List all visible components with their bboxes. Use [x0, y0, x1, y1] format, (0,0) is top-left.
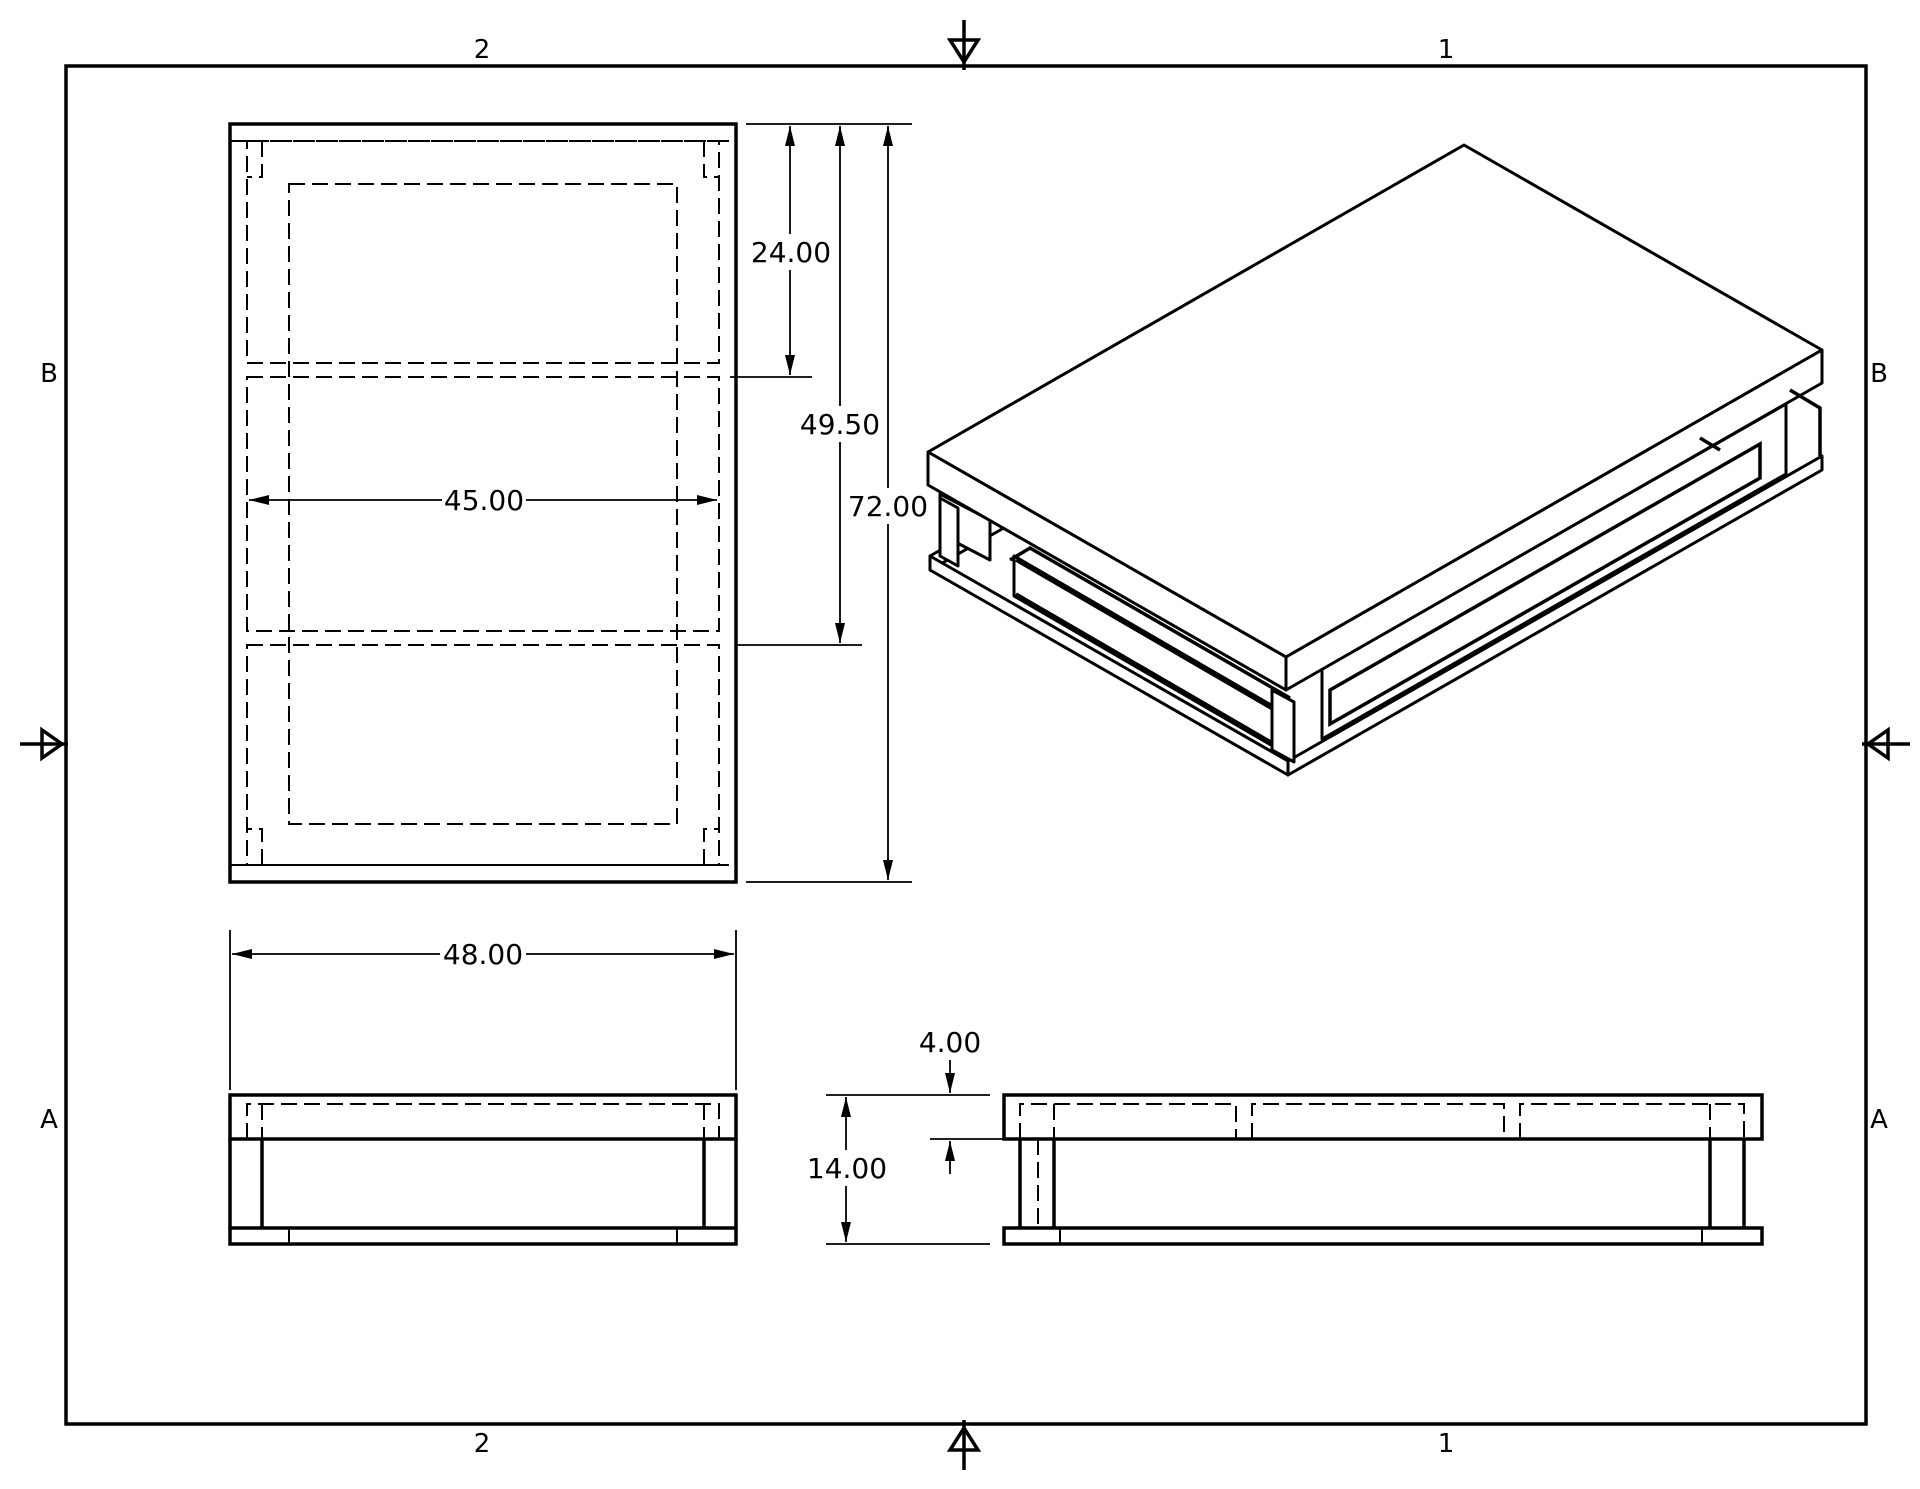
front-view: [228, 1093, 738, 1246]
zone-label-bottom-right: 1: [1438, 1429, 1455, 1459]
zone-label-left-upper: B: [40, 359, 58, 389]
front-view-dimensions: 48.00: [229, 930, 737, 1090]
zone-label-bottom-left: 2: [474, 1429, 491, 1459]
zone-label-left-lower: A: [40, 1105, 58, 1135]
zone-label-top-right: 1: [1438, 35, 1455, 65]
centering-mark-top: [946, 20, 982, 70]
dimension-14: 14.00: [807, 1152, 887, 1185]
zone-label-right-lower: A: [1870, 1105, 1888, 1135]
side-view: [1002, 1093, 1764, 1246]
side-view-dimensions: 4.00 14.00: [806, 1026, 1046, 1245]
centering-mark-bottom: [946, 1420, 982, 1470]
centering-mark-left: [20, 726, 68, 762]
centering-mark-right: [1862, 726, 1910, 762]
dimension-48: 48.00: [443, 938, 523, 971]
dimension-72: 72.00: [848, 490, 928, 523]
zone-label-top-left: 2: [474, 35, 491, 65]
dimension-24: 24.00: [751, 236, 831, 269]
dimension-45: 45.00: [444, 484, 524, 517]
dimension-4: 4.00: [919, 1026, 981, 1059]
zone-label-right-upper: B: [1870, 359, 1888, 389]
top-view: [228, 122, 738, 884]
top-view-dimensions: 24.00 49.50 72.00 45.00: [249, 123, 928, 883]
dimension-49-50: 49.50: [800, 408, 880, 441]
isometric-view: [926, 143, 1824, 777]
